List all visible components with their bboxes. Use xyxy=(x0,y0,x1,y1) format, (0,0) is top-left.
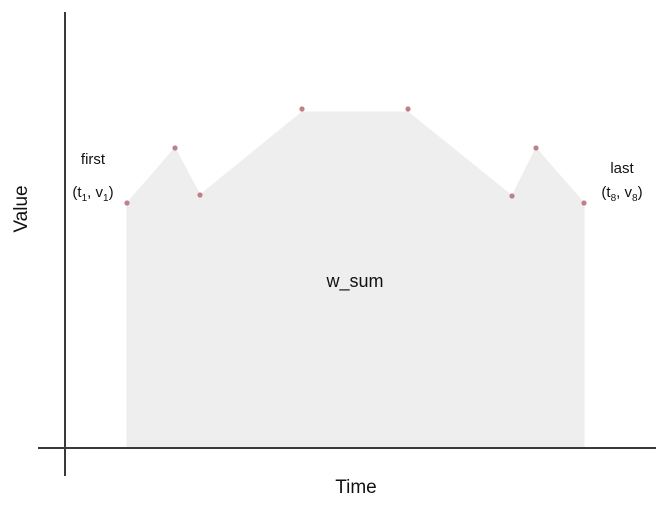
last-point-label: (t8, v8) xyxy=(601,184,642,204)
area-label: w_sum xyxy=(325,271,383,292)
first-label: first xyxy=(81,151,106,168)
sample-point-5 xyxy=(405,106,411,112)
last-label: last xyxy=(610,160,634,177)
y-axis-label: Value xyxy=(11,185,32,232)
sample-point-2 xyxy=(172,145,178,151)
sample-point-3 xyxy=(197,192,203,198)
sample-point-7 xyxy=(533,145,539,151)
x-axis-label: Time xyxy=(335,477,377,498)
sample-point-8 xyxy=(581,200,587,206)
sample-point-6 xyxy=(509,193,515,199)
sample-points xyxy=(124,106,587,206)
sample-point-4 xyxy=(299,106,305,112)
first-point-label: (t1, v1) xyxy=(72,184,113,204)
sample-point-1 xyxy=(124,200,130,206)
